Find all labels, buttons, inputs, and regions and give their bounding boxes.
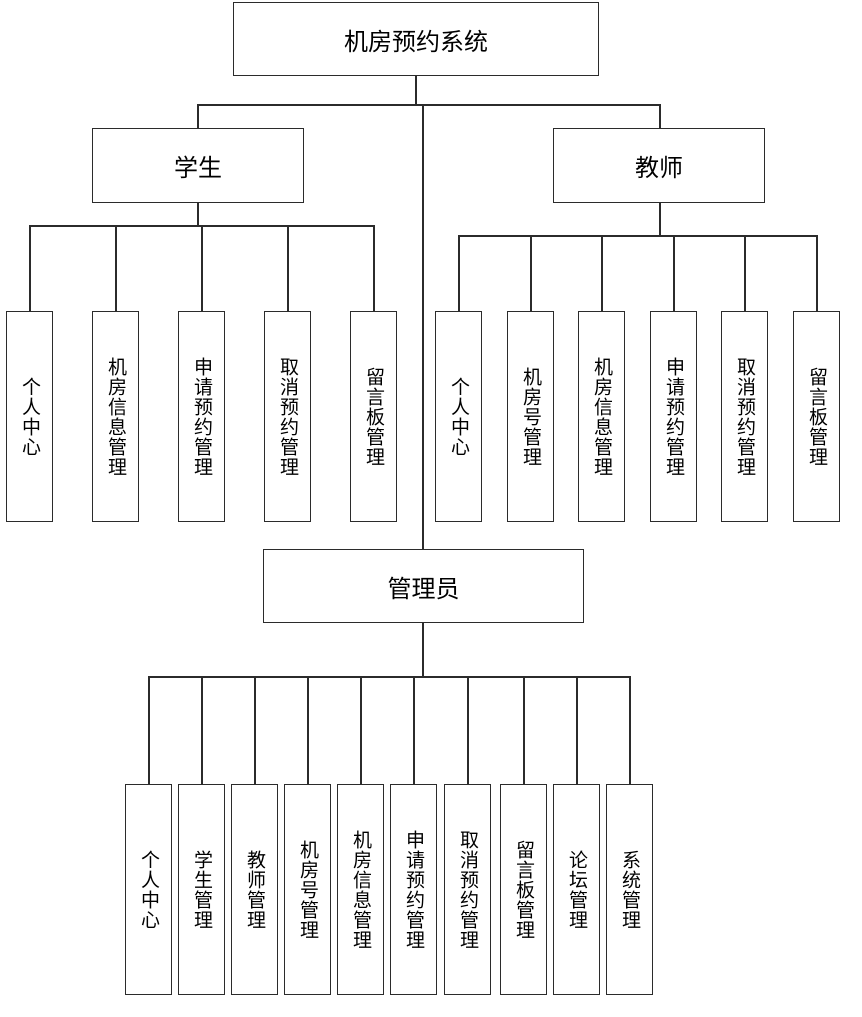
module-label: 个人中心	[138, 849, 160, 930]
module-label: 教师管理	[244, 849, 266, 930]
admin-module-box: 学生管理	[178, 784, 225, 995]
connector-line	[458, 235, 460, 312]
admin-module-box: 个人中心	[125, 784, 172, 995]
connector-line	[197, 104, 660, 106]
teacher-module-box: 留言板管理	[793, 311, 840, 522]
module-label: 申请预约管理	[663, 356, 685, 477]
connector-line	[201, 225, 203, 312]
student-title: 学生	[174, 154, 222, 182]
admin-node: 管理员	[263, 549, 584, 623]
teacher-module-box: 申请预约管理	[650, 311, 697, 522]
module-label: 系统管理	[619, 849, 641, 930]
connector-line	[467, 676, 469, 785]
admin-module-box: 申请预约管理	[390, 784, 437, 995]
student-module-box: 申请预约管理	[178, 311, 225, 522]
student-module-box: 机房信息管理	[92, 311, 139, 522]
module-label: 留言板管理	[806, 366, 828, 467]
connector-line	[373, 225, 375, 312]
connector-line	[744, 235, 746, 312]
connector-line	[307, 676, 309, 785]
module-label: 申请预约管理	[191, 356, 213, 477]
admin-module-box: 论坛管理	[553, 784, 600, 995]
student-module-box: 个人中心	[6, 311, 53, 522]
connector-line	[629, 676, 631, 785]
connector-line	[29, 225, 31, 312]
module-label: 机房号管理	[520, 366, 542, 467]
student-module-box: 留言板管理	[350, 311, 397, 522]
connector-line	[360, 676, 362, 785]
connector-line	[458, 235, 818, 237]
connector-line	[601, 235, 603, 312]
connector-line	[816, 235, 818, 312]
module-label: 申请预约管理	[403, 829, 425, 950]
teacher-node: 教师	[553, 128, 765, 203]
admin-module-box: 取消预约管理	[444, 784, 491, 995]
module-label: 留言板管理	[363, 366, 385, 467]
student-module-box: 取消预约管理	[264, 311, 311, 522]
connector-line	[523, 676, 525, 785]
admin-module-box: 留言板管理	[500, 784, 547, 995]
admin-module-box: 教师管理	[231, 784, 278, 995]
connector-line	[422, 104, 424, 550]
root-node: 机房预约系统	[233, 2, 599, 76]
teacher-title: 教师	[635, 154, 683, 182]
student-node: 学生	[92, 128, 304, 203]
module-label: 机房信息管理	[591, 356, 613, 477]
connector-line	[673, 235, 675, 312]
connector-line	[148, 676, 631, 678]
admin-module-box: 系统管理	[606, 784, 653, 995]
connector-line	[413, 676, 415, 785]
module-label: 论坛管理	[566, 849, 588, 930]
admin-title: 管理员	[387, 574, 460, 603]
connector-line	[287, 225, 289, 312]
connector-line	[201, 676, 203, 785]
module-label: 取消预约管理	[457, 829, 479, 950]
connector-line	[422, 622, 424, 677]
teacher-module-box: 机房信息管理	[578, 311, 625, 522]
connector-line	[659, 202, 661, 236]
connector-line	[115, 225, 117, 312]
module-label: 个人中心	[448, 376, 470, 457]
connector-line	[148, 676, 150, 785]
teacher-module-box: 机房号管理	[507, 311, 554, 522]
connector-line	[197, 104, 199, 129]
connector-line	[254, 676, 256, 785]
connector-line	[530, 235, 532, 312]
teacher-module-box: 个人中心	[435, 311, 482, 522]
module-label: 取消预约管理	[277, 356, 299, 477]
module-label: 机房信息管理	[105, 356, 127, 477]
teacher-module-box: 取消预约管理	[721, 311, 768, 522]
module-label: 个人中心	[19, 376, 41, 457]
module-label: 取消预约管理	[734, 356, 756, 477]
admin-module-box: 机房信息管理	[337, 784, 384, 995]
module-label: 机房信息管理	[350, 829, 372, 950]
module-label: 学生管理	[191, 849, 213, 930]
module-label: 机房号管理	[297, 839, 319, 940]
root-title: 机房预约系统	[344, 27, 488, 56]
admin-module-box: 机房号管理	[284, 784, 331, 995]
module-label: 留言板管理	[513, 839, 535, 940]
connector-line	[415, 75, 417, 105]
connector-line	[576, 676, 578, 785]
connector-line	[659, 104, 661, 129]
connector-line	[197, 202, 199, 226]
